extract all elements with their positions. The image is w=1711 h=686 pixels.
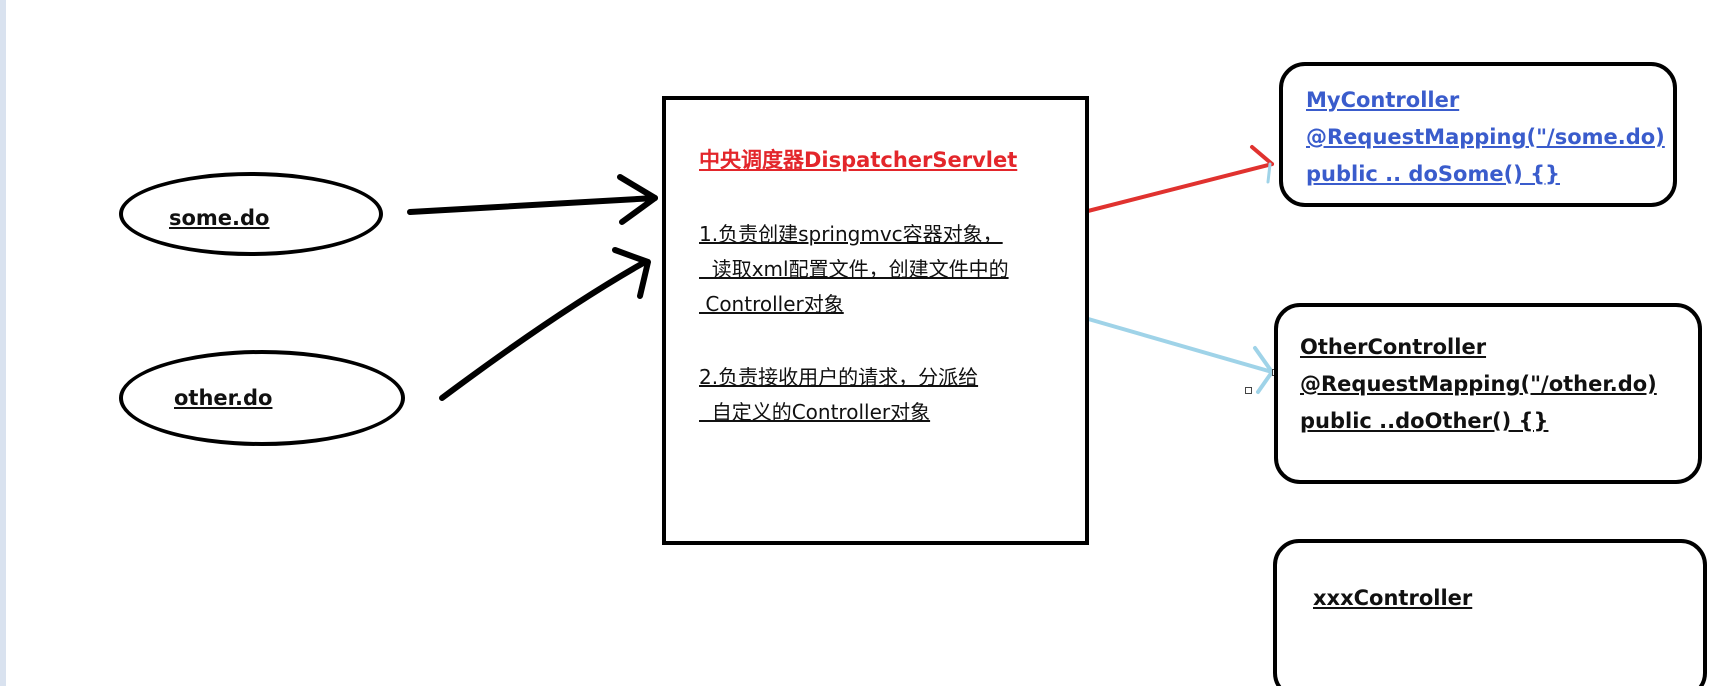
request-other-do-label: other.do	[174, 386, 273, 410]
dispatcher-servlet-box: 中央调度器DispatcherServlet 1.负责创建springmvc容器…	[662, 96, 1089, 545]
dispatcher-duty1-line2: 读取xml配置文件，创建文件中的	[699, 257, 1009, 281]
arrow-dispatcher-to-mycontroller	[1082, 162, 1274, 214]
othercontroller-name: OtherController	[1300, 335, 1487, 359]
dispatcher-duty2-line2: 自定义的Controller对象	[699, 400, 931, 424]
arrow-head-mycontroller-tail	[1266, 162, 1272, 184]
arrow-other-to-dispatcher	[439, 259, 648, 401]
mycontroller-name: MyController	[1306, 88, 1460, 112]
dispatcher-duty1-line3: Controller对象	[699, 292, 844, 316]
arrow-dispatcher-to-othercontroller	[1062, 310, 1274, 374]
request-some-do-node: some.do	[119, 172, 383, 256]
dispatcher-title: 中央调度器DispatcherServlet	[699, 148, 1018, 172]
request-other-do-node: other.do	[119, 350, 405, 446]
dispatcher-duty1-line1: 1.负责创建springmvc容器对象，	[699, 222, 1003, 246]
mycontroller-box: MyController @RequestMapping("/some.do) …	[1279, 62, 1677, 207]
selection-handle[interactable]	[1245, 387, 1252, 394]
arrow-head-mycontroller	[1250, 145, 1274, 166]
othercontroller-mapping: @RequestMapping("/other.do)	[1300, 372, 1657, 396]
xxxcontroller-box: xxxController	[1273, 539, 1707, 686]
xxxcontroller-name: xxxController	[1313, 586, 1473, 610]
request-some-do-label: some.do	[169, 206, 270, 230]
othercontroller-box: OtherController @RequestMapping("/other.…	[1274, 303, 1702, 484]
left-border-strip	[0, 0, 6, 686]
arrow-head-other	[612, 247, 651, 299]
othercontroller-method: public ..doOther() {}	[1300, 409, 1549, 433]
dispatcher-duty2-line1: 2.负责接收用户的请求，分派给	[699, 365, 979, 389]
arrow-some-to-dispatcher	[407, 195, 658, 215]
mycontroller-method: public .. doSome() {}	[1306, 162, 1560, 186]
arrow-head-some	[617, 174, 658, 225]
mycontroller-mapping: @RequestMapping("/some.do)	[1306, 125, 1665, 149]
